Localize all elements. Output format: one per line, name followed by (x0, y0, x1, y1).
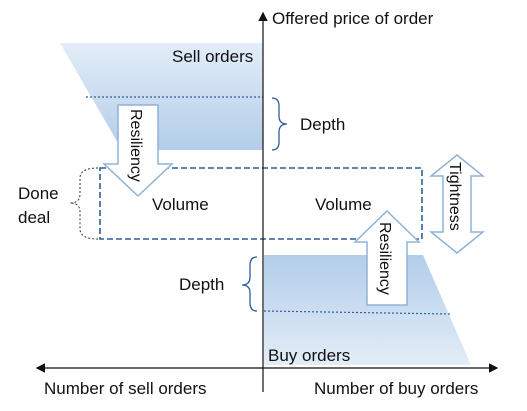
tightness-label: Tightness (446, 162, 463, 231)
depth-bracket-top (271, 97, 288, 151)
tightness-arrow (428, 154, 486, 254)
buy-orders-region (264, 255, 471, 365)
resiliency-bottom-label: Resiliency (376, 222, 393, 295)
resiliency-arrow-up (353, 209, 421, 306)
resiliency-top-label: Resiliency (127, 109, 144, 182)
done-deal-label-line1: Done (18, 184, 59, 203)
done-deal-bracket (69, 167, 99, 240)
depth-bracket-bottom (241, 256, 258, 312)
sell-orders-region (60, 43, 263, 150)
x-axis-right-label: Number of buy orders (314, 379, 478, 398)
done-deal-label-line2: deal (18, 208, 50, 227)
depth-top-label: Depth (300, 115, 345, 134)
volume-right-label: Volume (315, 195, 372, 214)
volume-left-label: Volume (152, 195, 209, 214)
buy-orders-label: Buy orders (268, 346, 350, 365)
buy-depth-line (263, 310, 451, 315)
x-axis-left-label: Number of sell orders (44, 379, 207, 398)
depth-bottom-label: Depth (179, 275, 224, 294)
y-axis-label: Offered price of order (272, 9, 434, 28)
sell-orders-label: Sell orders (172, 47, 253, 66)
done-deal-box (99, 167, 423, 240)
resiliency-arrow-down (102, 104, 174, 198)
